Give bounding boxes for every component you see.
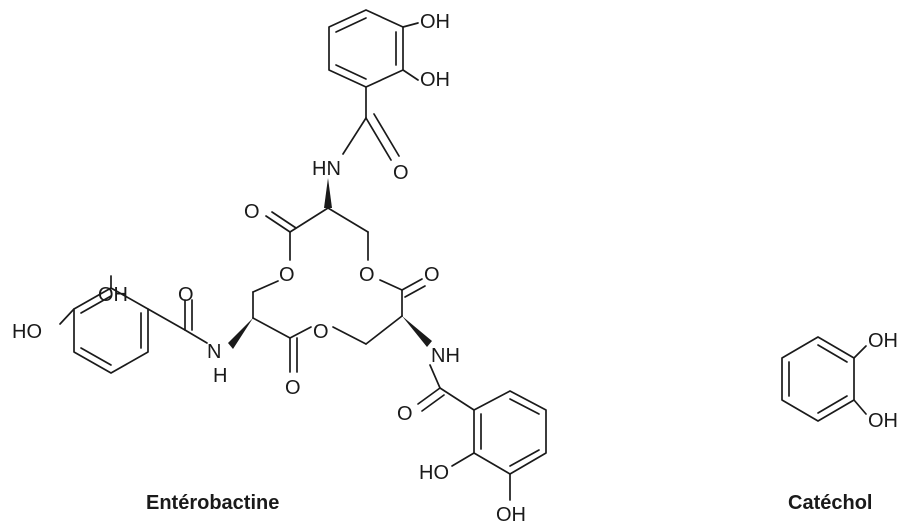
- atom-ho-bottom: HO: [419, 462, 449, 484]
- atom-oh-left: OH: [98, 284, 128, 306]
- atom-o-amide-left: O: [178, 284, 194, 306]
- atom-catechol-oh-b: OH: [868, 410, 898, 432]
- atom-n-left: N: [207, 341, 221, 363]
- atom-o-ring-left: O: [279, 264, 295, 286]
- caption-enterobactine: Entérobactine: [146, 492, 279, 514]
- catechol-benzene-ring: [781, 336, 867, 422]
- atom-oh-top-a: OH: [420, 11, 450, 33]
- atom-ho-left: HO: [12, 321, 42, 343]
- atom-catechol-oh-a: OH: [868, 330, 898, 352]
- atom-o-amide-right: O: [397, 403, 413, 425]
- atom-o-ester-bottom-carbonyl: O: [285, 377, 301, 399]
- enterobactine-structure: OH OH HN O O O O O OH O HO N H O O NH O …: [12, 9, 547, 526]
- right-stereo-wedge: [402, 316, 432, 347]
- atom-hn-top: HN: [312, 158, 341, 180]
- atom-o-ring-bottom: O: [313, 321, 329, 343]
- bottom-benzene-ring: [417, 364, 547, 501]
- top-amide: [342, 113, 400, 161]
- left-stereo-wedge: [228, 318, 253, 349]
- catechol-structure: OH OH Catéchol: [781, 330, 898, 514]
- atom-o-ester-left-carbonyl: O: [244, 201, 260, 223]
- left-amide: [184, 299, 208, 344]
- atom-oh-top-b: OH: [420, 69, 450, 91]
- top-stereo-wedge: [324, 178, 332, 208]
- atom-h-left: H: [213, 365, 227, 387]
- top-benzene-ring: [328, 9, 419, 119]
- atom-oh-bottom: OH: [496, 504, 526, 526]
- atom-o-amide-top: O: [393, 162, 409, 184]
- atom-o-ring-right: O: [359, 264, 375, 286]
- atom-nh-right: NH: [431, 345, 460, 367]
- left-benzene-ring: [59, 275, 186, 374]
- atom-o-ester-right-carbonyl: O: [424, 264, 440, 286]
- trilactone-ring: [252, 207, 426, 373]
- caption-catechol: Catéchol: [788, 492, 872, 514]
